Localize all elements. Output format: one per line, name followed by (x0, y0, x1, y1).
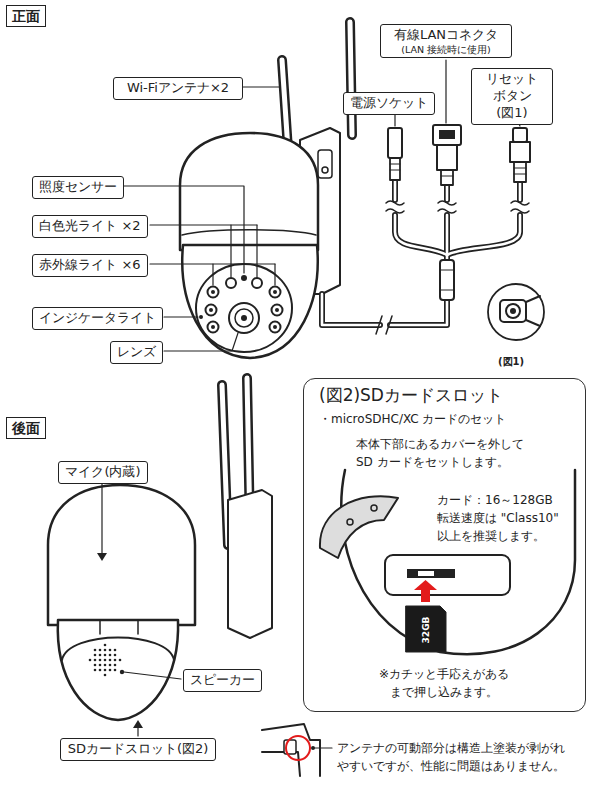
instruction-note: ※カチッと手応えがある まで押し込みます。 (367, 665, 521, 701)
label-text: SDカードスロット(図2) (67, 741, 209, 758)
label-text: 赤外線ライト ×6 (39, 257, 141, 274)
part-label: 電源ソケット (343, 92, 435, 115)
part-label: マイク(内蔵) (58, 461, 148, 484)
part-label: SDカードスロット(図2) (60, 738, 216, 761)
label-text: インジケータライト (39, 310, 156, 327)
label-text: スピーカー (190, 672, 255, 689)
label-text: 電源ソケット (350, 95, 428, 112)
panel-title: (図2)SDカードスロット (319, 384, 503, 407)
part-label: 赤外線ライト ×6 (32, 254, 148, 277)
label-text: レンズ (117, 344, 156, 361)
label-text: 照度センサー (39, 179, 117, 196)
figure-panel: (図2)SDカードスロット・microSDHC/XC カードのセット本体下部にあ… (303, 378, 586, 712)
part-label: スピーカー (183, 669, 262, 692)
label-text: マイク(内蔵) (65, 464, 141, 481)
part-label: 照度センサー (32, 176, 124, 199)
instruction-text: 本体下部にあるカバーを外して SD カードをセットします。 (356, 435, 534, 471)
label-text: (LAN 接続時に使用) (387, 44, 505, 55)
part-label: Wi-Fiアンテナ×2 (113, 77, 243, 100)
figure-ref: (図1) (498, 355, 524, 369)
part-label: インジケータライト (32, 307, 163, 330)
label-text: 有線LANコネクタ (387, 27, 505, 44)
section-heading: 後面 (6, 417, 46, 439)
label-text: 後面 (12, 419, 40, 437)
part-label: レンズ (110, 341, 163, 364)
label-text: リセット ボタン(図1) (478, 71, 546, 122)
part-label: リセット ボタン(図1) (471, 68, 553, 125)
caution-note: アンテナの可動部分は構造上塗装が剥がれ やすいですが、性能に問題はありません。 (337, 739, 583, 775)
label-text: 白色光ライト ×2 (39, 218, 141, 235)
bullet-text: ・microSDHC/XC カードのセット (319, 411, 506, 428)
label-text: 正面 (12, 7, 40, 25)
part-label: 白色光ライト ×2 (32, 215, 148, 238)
spec-note: カード：16～128GB 転送速度は "Class10" 以上を推奨します。 (437, 491, 567, 545)
card-capacity: 32GB (421, 617, 431, 644)
section-heading: 正面 (6, 5, 46, 27)
label-text: Wi-Fiアンテナ×2 (120, 80, 236, 97)
part-label: 有線LANコネクタ(LAN 接続時に使用) (380, 24, 512, 58)
